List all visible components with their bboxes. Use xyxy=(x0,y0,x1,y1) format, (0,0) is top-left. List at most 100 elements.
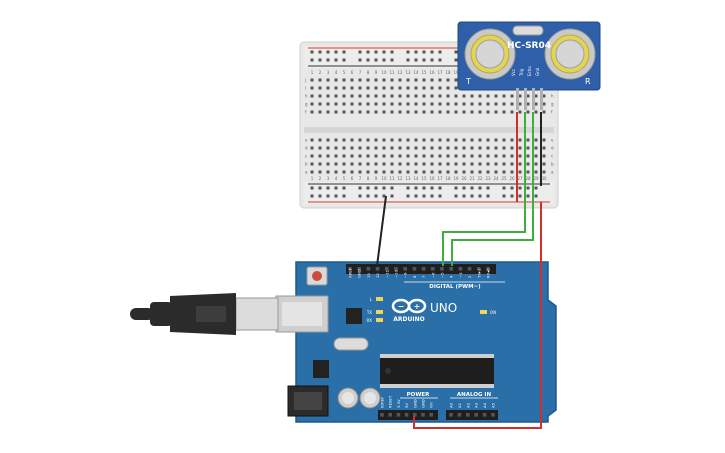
breadboard-hole xyxy=(502,94,506,98)
pin-label: A0 xyxy=(449,402,454,408)
header-pin xyxy=(474,413,478,417)
pin-label: 2 xyxy=(467,275,472,278)
breadboard-hole xyxy=(454,50,458,54)
breadboard-hole xyxy=(510,154,514,158)
breadboard-hole xyxy=(398,94,402,98)
breadboard-hole xyxy=(382,170,386,174)
breadboard-hole xyxy=(510,170,514,174)
column-number: 16 xyxy=(429,176,435,181)
breadboard-hole xyxy=(310,94,314,98)
column-number: 12 xyxy=(397,70,403,75)
column-number: 11 xyxy=(389,70,395,75)
column-number: 16 xyxy=(429,70,435,75)
header-pin xyxy=(388,413,392,417)
breadboard-hole xyxy=(310,162,314,166)
breadboard-hole xyxy=(470,194,474,198)
breadboard-hole xyxy=(470,146,474,150)
breadboard-hole xyxy=(478,94,482,98)
breadboard-hole xyxy=(382,102,386,106)
breadboard-hole xyxy=(334,110,338,114)
breadboard-hole xyxy=(478,170,482,174)
led-label: L xyxy=(370,297,373,302)
breadboard-hole xyxy=(310,86,314,90)
header-pin xyxy=(466,413,470,417)
breadboard-hole xyxy=(438,102,442,106)
breadboard-hole xyxy=(358,50,362,54)
breadboard-hole xyxy=(318,146,322,150)
breadboard-hole xyxy=(454,58,458,62)
breadboard-hole xyxy=(510,186,514,190)
breadboard-hole xyxy=(518,186,522,190)
breadboard-hole xyxy=(310,146,314,150)
breadboard-hole xyxy=(430,94,434,98)
breadboard-hole xyxy=(438,154,442,158)
breadboard-hole xyxy=(398,170,402,174)
breadboard-hole xyxy=(518,102,522,106)
ultrasonic-sensor: HC-SR04 T R Vcc Trig Echo Gnd xyxy=(457,21,601,110)
breadboard-hole xyxy=(494,162,498,166)
breadboard-hole xyxy=(454,194,458,198)
breadboard-hole xyxy=(390,86,394,90)
row-letter: j xyxy=(304,78,306,83)
header-pin xyxy=(396,413,401,417)
breadboard-hole xyxy=(510,138,514,142)
sensor-pin-trig xyxy=(524,88,527,110)
breadboard-hole xyxy=(486,146,490,150)
breadboard-hole xyxy=(342,170,346,174)
breadboard-hole xyxy=(470,110,474,114)
breadboard-hole xyxy=(518,194,522,198)
breadboard-hole xyxy=(486,186,490,190)
breadboard-hole xyxy=(310,110,314,114)
column-number: 29 xyxy=(533,176,539,181)
breadboard-hole xyxy=(414,102,418,106)
breadboard-hole xyxy=(494,138,498,142)
header-pin xyxy=(421,267,426,271)
breadboard-hole xyxy=(526,154,530,158)
breadboard-hole xyxy=(478,162,482,166)
pin-label: ~9 xyxy=(403,272,408,278)
column-number: 6 xyxy=(351,176,354,181)
column-number: 17 xyxy=(437,176,443,181)
breadboard-hole xyxy=(542,146,546,150)
breadboard-hole xyxy=(510,194,514,198)
pin-label: A3 xyxy=(474,402,479,408)
breadboard-hole xyxy=(342,138,346,142)
breadboard-hole xyxy=(518,170,522,174)
breadboard-hole xyxy=(454,170,458,174)
breadboard-hole xyxy=(318,154,322,158)
breadboard-hole xyxy=(366,154,370,158)
breadboard-hole xyxy=(446,170,450,174)
column-number: 18 xyxy=(445,176,451,181)
breadboard-hole xyxy=(326,58,330,62)
led-rx xyxy=(376,318,383,322)
power-label: POWER xyxy=(407,392,431,398)
breadboard-hole xyxy=(366,138,370,142)
breadboard-hole xyxy=(358,138,362,142)
breadboard-hole xyxy=(430,146,434,150)
sensor-pin-label: Echo xyxy=(527,66,532,76)
breadboard-hole xyxy=(422,86,426,90)
breadboard-hole xyxy=(350,102,354,106)
breadboard-hole xyxy=(390,58,394,62)
breadboard-hole xyxy=(542,102,546,106)
breadboard-hole xyxy=(358,194,362,198)
breadboard-hole xyxy=(406,138,410,142)
breadboard-hole xyxy=(422,102,426,106)
microcontroller xyxy=(380,358,494,384)
breadboard-hole xyxy=(342,58,346,62)
breadboard-hole xyxy=(310,78,314,82)
breadboard-hole xyxy=(310,50,314,54)
breadboard-hole xyxy=(374,86,378,90)
breadboard-hole xyxy=(398,78,402,82)
row-letter: d xyxy=(305,146,308,151)
row-letter: a xyxy=(551,170,554,175)
breadboard-hole xyxy=(406,146,410,150)
header-pin xyxy=(431,267,435,271)
breadboard-hole xyxy=(502,194,506,198)
pin-label: ~10 xyxy=(394,269,399,278)
breadboard-hole xyxy=(462,186,466,190)
breadboard-hole xyxy=(502,170,506,174)
